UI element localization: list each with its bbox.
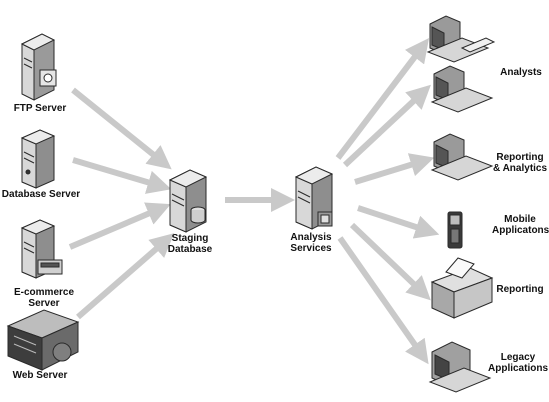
target-label-reporting-analytics: Reporting & Analytics (492, 152, 548, 174)
arrow-to-analysts (342, 84, 431, 168)
target-label-analysts: Analysts (500, 67, 542, 78)
legacy-terminal-icon (428, 341, 492, 393)
analysis-services-label: Analysis Services (290, 232, 332, 254)
mobile-phone-icon (447, 211, 463, 249)
arrow-ftp-to-staging (71, 87, 172, 170)
workstation-reporting-analytics-icon (430, 133, 494, 181)
target-label-legacy: Legacy Applications (488, 352, 549, 374)
source-label-ftp-server: FTP Server (13, 103, 67, 114)
source-label-database-server: Database Server (1, 189, 81, 200)
arrow-to-reporting (349, 222, 431, 301)
target-arrows (335, 38, 440, 365)
target-label-mobile: Mobile Applicatons (492, 214, 549, 236)
staging-database-label: Staging Database (167, 233, 213, 255)
source-label-ecommerce-server: E-commerce Server (13, 287, 75, 309)
workstation-top-icon (426, 15, 496, 63)
target-label-reporting: Reporting (496, 284, 544, 295)
database-server-icon (20, 129, 56, 189)
arrow-to-reporting-analytics (354, 153, 435, 185)
workstation-analysts-icon (430, 65, 494, 113)
arrow-to-legacy (337, 236, 429, 365)
staging-database-icon (168, 169, 208, 233)
arrow-to-mobile (357, 205, 440, 239)
arrow-ecommerce-to-staging (68, 202, 171, 250)
analysis-services-icon (294, 166, 334, 230)
source-label-web-server: Web Server (12, 370, 68, 381)
ecommerce-server-icon (20, 219, 63, 279)
printer-icon (430, 257, 494, 319)
arrow-to-workstation-top (335, 38, 430, 160)
arrow-database-to-staging (72, 157, 172, 194)
source-arrows (68, 87, 175, 320)
ftp-server-icon (20, 33, 57, 101)
arrow-web-to-staging (76, 233, 175, 320)
web-server-icon (6, 309, 80, 371)
